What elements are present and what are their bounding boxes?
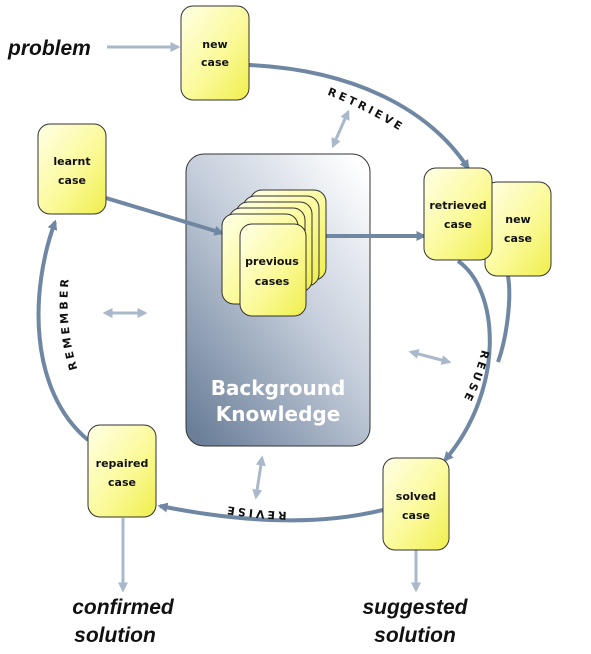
repaired-case: repaired case [87,424,157,518]
phase-remember-label: REMEMBER [58,276,81,372]
solved-case-line1: solved [396,490,436,503]
learnt-case: learnt case [37,123,107,215]
arrow-remember [36,219,90,442]
arrow-learnt-to-previous [105,196,225,236]
repaired-case-line2: case [108,476,136,489]
arrow-retrieve [248,63,470,171]
new-case-right: new case [484,181,552,277]
retrieved-case: retrieved case [423,167,493,261]
phase-retrieve-label: RETRIEVE [326,85,407,134]
arrow-bk-reuse [408,349,452,365]
problem-label: problem [7,37,91,60]
background-knowledge-label-2: Knowledge [216,402,341,426]
suggested-solution-label-2: solution [374,624,456,647]
background-knowledge-label: Background [211,376,346,400]
solved-case-line2: case [402,509,430,522]
previous-cases-stack: previous cases [221,189,327,317]
solved-case: solved case [382,457,450,551]
repaired-case-line1: repaired [96,457,149,470]
previous-cases-line2: cases [255,275,290,288]
arrow-bk-revise [252,455,266,500]
arrow-reuse-1 [443,259,492,462]
learnt-case-line2: case [58,174,86,187]
retrieved-case-line1: retrieved [429,199,486,212]
new-case-right-line2: case [504,232,532,245]
new-case-top-line2: case [201,56,229,69]
new-case-top-line1: new [202,38,227,51]
arrow-bk-retrieve [331,109,350,149]
retrieved-case-line2: case [444,218,472,231]
suggested-solution-label: suggested [362,596,468,619]
arrow-revise [157,502,384,523]
confirmed-solution-label: confirmed [72,596,175,619]
previous-cases-line1: previous [245,255,299,268]
new-case-top: new case [180,5,250,101]
confirmed-solution-label-2: solution [74,624,156,647]
learnt-case-line1: learnt [53,155,90,168]
arrow-reuse-2 [496,275,512,363]
new-case-right-line1: new [505,213,530,226]
